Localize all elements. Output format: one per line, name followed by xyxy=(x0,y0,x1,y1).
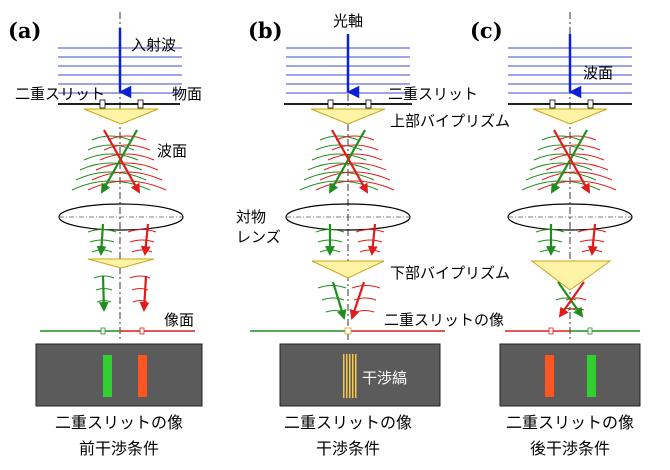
object-plane-label: 物面 xyxy=(172,85,202,103)
objective-lens-label-1: 対物 xyxy=(236,208,266,226)
image-plane-label: 像面 xyxy=(164,311,194,329)
double-slit-label: 二重スリット xyxy=(388,85,478,103)
incident-wave-label: 入射波 xyxy=(131,36,176,54)
caption-b-line2: 干渉条件 xyxy=(316,439,380,458)
double-slit-label: 二重スリット xyxy=(15,85,105,103)
screen-c-red-bar xyxy=(545,355,554,397)
wavefront-label: 波面 xyxy=(583,64,613,82)
panel-c-label: (c) xyxy=(470,18,503,43)
red-wavefronts xyxy=(87,135,167,191)
caption-c-line1: 二重スリットの像 xyxy=(506,413,634,432)
objective-lens-label-2: レンズ xyxy=(236,228,281,246)
upper-prism xyxy=(532,108,608,125)
panel-c: (c) 波面 二重スリットの像 後干渉条件 xyxy=(470,12,641,458)
caption-c-line2: 後干渉条件 xyxy=(530,439,610,458)
upper-biprism-label: 上部バイプリズム xyxy=(390,112,510,130)
fringes-label: 干渉縞 xyxy=(362,369,407,387)
upper-prism xyxy=(83,108,159,125)
optical-axis-label: 光軸 xyxy=(333,12,363,30)
lower-biprism-label: 下部バイプリズム xyxy=(390,264,510,282)
panel-a-label: (a) xyxy=(8,18,41,43)
lower-prism xyxy=(311,260,385,279)
screen-a-green-bar xyxy=(103,355,112,397)
caption-b-line1: 二重スリットの像 xyxy=(284,413,412,432)
screen-a-red-bar xyxy=(138,355,147,397)
screen-a xyxy=(35,343,203,407)
screen-b xyxy=(279,343,441,407)
lower-prism xyxy=(87,258,155,269)
lower-prism xyxy=(530,260,612,291)
green-wavefronts xyxy=(71,135,151,191)
upper-prism xyxy=(310,108,386,125)
panel-b-label: (b) xyxy=(248,18,283,43)
interference-fringes xyxy=(343,354,357,398)
slit-image-label: 二重スリットの像 xyxy=(384,311,504,329)
screen-c xyxy=(499,343,641,407)
panel-b: (b) 光軸 二重スリット 上部バイプリズム 対物 レンズ 下部バイプリズム 二… xyxy=(236,12,510,458)
wavefront-label: 波面 xyxy=(157,142,187,160)
screen-c-green-bar xyxy=(587,355,596,397)
panel-a: (a) 入射波 二重スリット 物面 波面 xyxy=(8,12,203,458)
caption-a-line2: 前干渉条件 xyxy=(79,439,159,458)
caption-a-line1: 二重スリットの像 xyxy=(55,413,183,432)
